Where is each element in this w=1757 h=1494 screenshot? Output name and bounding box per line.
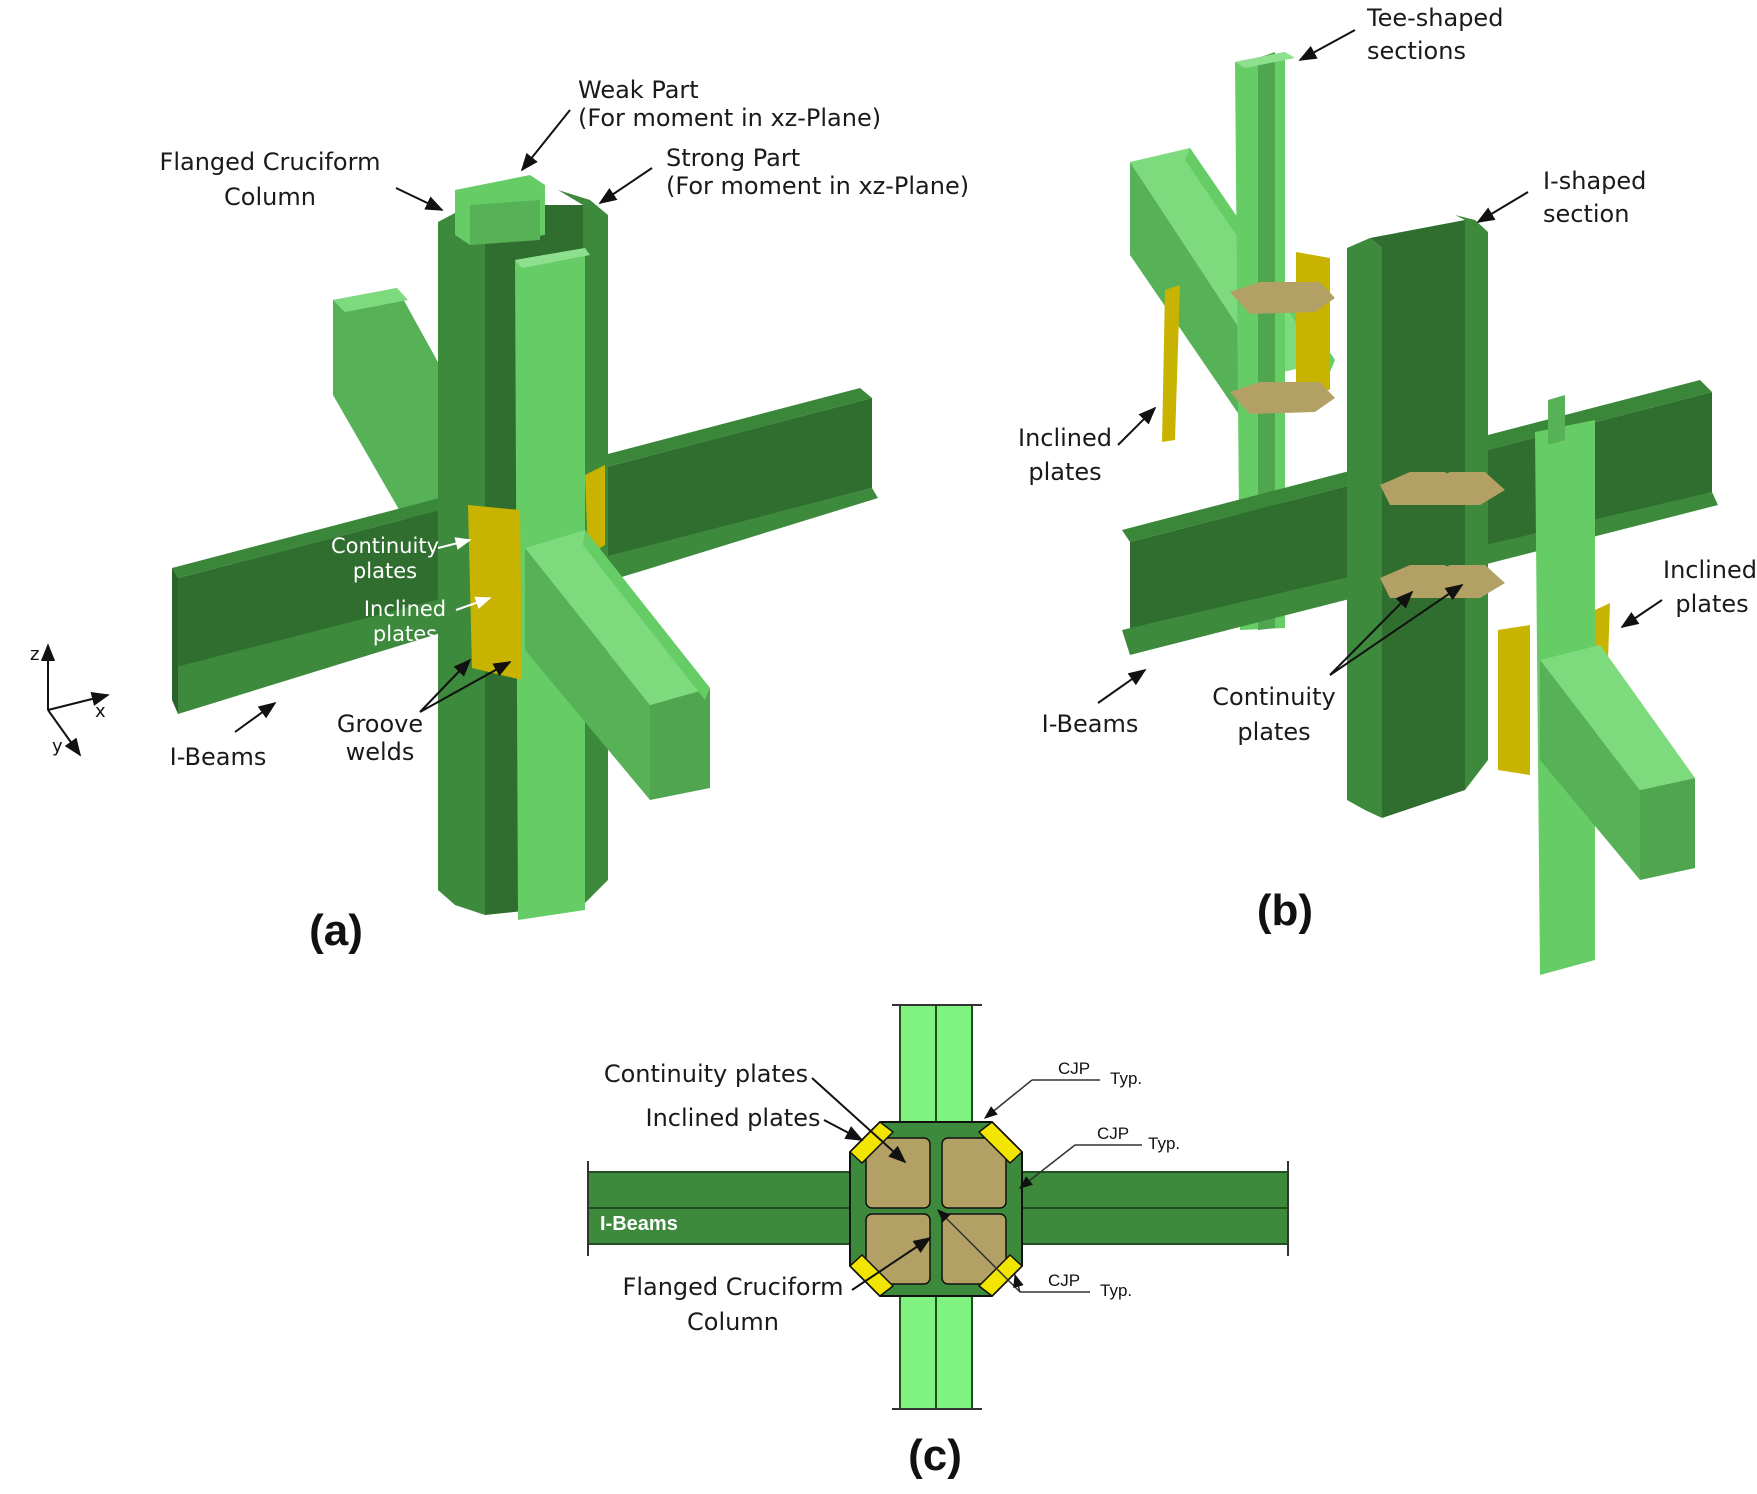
inclined-plate-c-4 [977,1253,1024,1297]
panel-b: Tee-shaped sections I-shaped section Inc… [1018,4,1757,975]
continuity-plate-b-2 [1420,472,1505,505]
weak-part-label-2: (For moment in xz-Plane) [578,104,881,132]
beams-arrow [234,701,277,733]
ishape-arrow [1476,191,1529,223]
strong-part-arrow [598,167,653,205]
caption-a: (a) [309,906,363,955]
continuity-plate-c-4 [941,1213,1007,1285]
inclined-plate-b-left [1162,285,1180,442]
beams-b-arrow [1097,668,1147,704]
continuity-arrow [437,537,472,550]
tee-label-2: sections [1367,37,1466,65]
continuity-plate-c-1 [865,1137,931,1209]
front-beam-b [1540,645,1695,880]
x-axis-line [47,691,110,711]
continuity-label-1: Continuity [331,534,439,558]
front-beam-a [525,530,710,800]
weld-cjp-1: CJP [1058,1059,1090,1078]
continuity-c-label: Continuity plates [604,1060,808,1088]
inclined-c-arrow [823,1119,864,1141]
strong-part-label-2: (For moment in xz-Plane) [666,172,969,200]
continuity-label-2: plates [353,559,417,583]
groove-arrow-2 [419,661,512,713]
axis-x-label: x [95,701,106,722]
weld-cjp-3: CJP [1048,1271,1080,1290]
beams-c-label: I-Beams [600,1213,678,1235]
continuity-b-arrow-2 [1329,583,1464,676]
inclined-plate-b-upper [1296,252,1330,390]
beams-label: I-Beams [170,743,267,771]
weld-typ-2: Typ. [1148,1134,1180,1153]
inclined-c-label: Inclined plates [646,1104,821,1132]
groove-label-2: welds [346,738,415,766]
back-beam-a [333,288,470,520]
ishape-label-2: section [1543,200,1629,228]
column-label-2: Column [224,183,316,211]
inclined-plate-c-2 [977,1121,1024,1165]
weld-cjp-2: CJP [1097,1124,1129,1143]
continuity-c-arrow [811,1077,907,1164]
weld-symbol-2: CJP Typ. [1018,1124,1180,1189]
column-c-arrow [851,1237,932,1291]
continuity-b-arrow-1 [1329,590,1414,676]
column-c-label-2: Column [687,1308,779,1336]
weld-typ-3: Typ. [1100,1281,1132,1300]
y-axis-line [47,709,82,757]
weld-symbol-1: CJP Typ. [983,1059,1142,1119]
continuity-b-label-2: plates [1237,718,1310,746]
continuity-plate-b-4 [1420,565,1505,598]
inclined-b-right-label-1: Inclined [1663,556,1757,584]
inclined-plate-c-1 [848,1121,895,1165]
inclined-label-1: Inclined [364,597,446,621]
tee-label-1: Tee-shaped [1366,4,1503,32]
axis-y-label: y [52,736,63,757]
continuity-plate-b-upper-2 [1230,382,1335,414]
inclined-b-left-label-1: Inclined [1018,424,1112,452]
continuity-plate-b-upper-1 [1230,282,1335,314]
groove-arrow-1 [419,658,472,713]
column-arrow [395,187,444,211]
caption-c: (c) [908,1431,962,1480]
inclined-b-left-label-2: plates [1028,458,1101,486]
inclined-b-left-arrow [1117,406,1157,446]
tee-arrow [1298,29,1356,61]
beams-b-label: I-Beams [1042,710,1139,738]
i-column-b [1347,215,1488,818]
weld-typ-1: Typ. [1110,1069,1142,1088]
panel-a: z x y Weak Part (For moment in xz-Plane)… [30,76,969,955]
axis-z-label: z [30,644,39,665]
continuity-b-label-1: Continuity [1212,683,1335,711]
ishape-label-1: I-shaped [1543,167,1646,195]
weld-symbol-3: CJP Typ. [937,1209,1132,1300]
column-c-label-1: Flanged Cruciform [623,1273,844,1301]
inclined-b-right-label-2: plates [1675,590,1748,618]
weak-part-label-1: Weak Part [578,76,699,104]
tee-column-b [1235,52,1295,630]
inclined-plate-b-right-1 [1498,625,1530,775]
core-c [848,1121,1024,1297]
column-label-1: Flanged Cruciform [160,148,381,176]
inclined-b-right-arrow [1620,599,1663,629]
inclined-plates-a [468,465,605,680]
caption-b: (b) [1257,886,1313,935]
strong-part-label-1: Strong Part [666,144,800,172]
panel-c: Continuity plates Inclined plates Flange… [587,1004,1289,1480]
axes-a: z x y [30,643,110,757]
groove-label-1: Groove [337,710,423,738]
weak-part-arrow [520,109,571,172]
inclined-plate-c-3 [848,1253,895,1297]
inclined-arrow [455,596,492,611]
continuity-plate-c-2 [941,1137,1007,1209]
inclined-label-2: plates [373,622,437,646]
